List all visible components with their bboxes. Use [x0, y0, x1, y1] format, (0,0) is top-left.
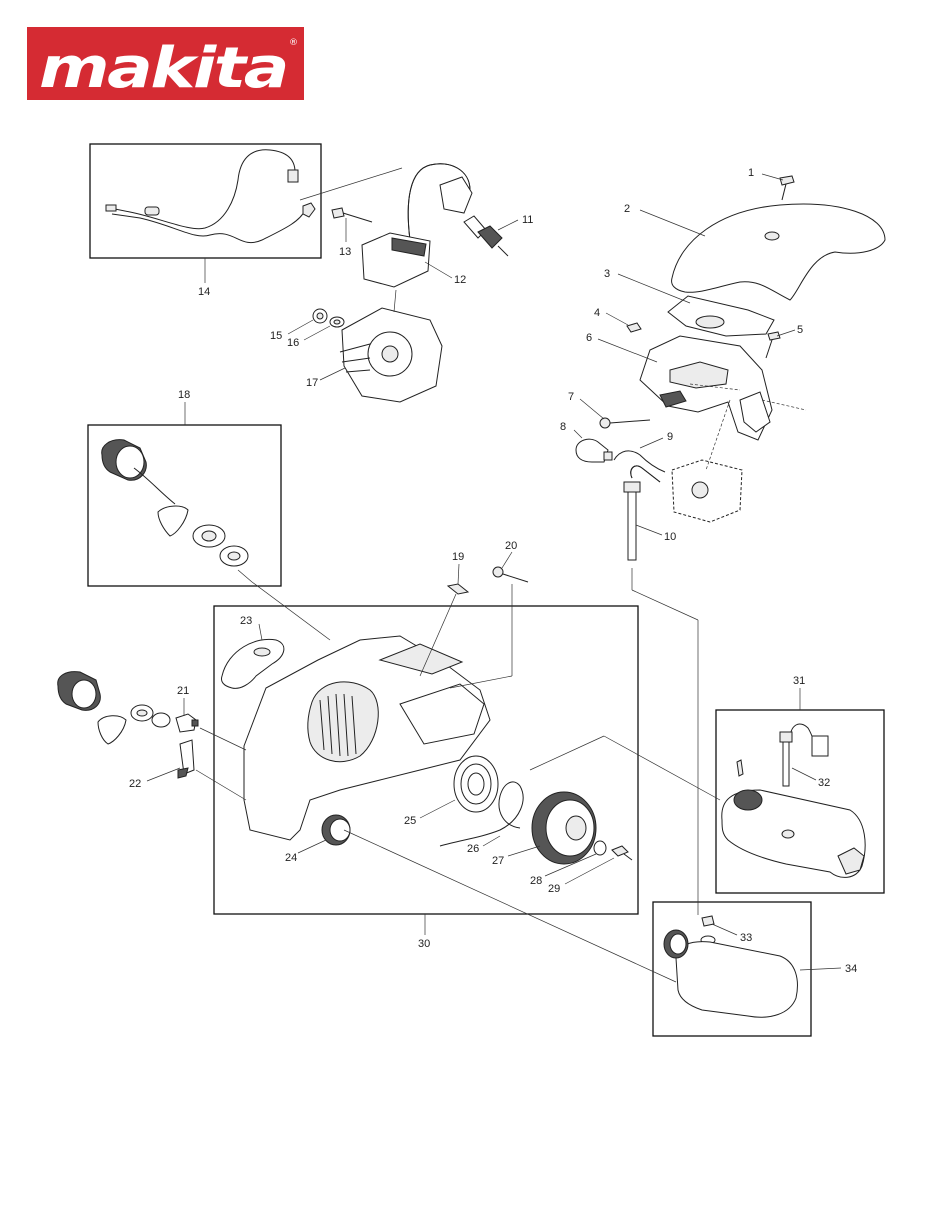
- box-14-harness: [89, 143, 322, 259]
- callout-30: 30: [418, 938, 430, 950]
- makita-logo: makita ®: [27, 27, 304, 100]
- callout-26: 26: [467, 843, 479, 855]
- part-19-clip: [446, 583, 470, 595]
- callout-31: 31: [793, 675, 805, 687]
- part-23-starter-grip: [221, 638, 285, 689]
- part-25-recoil-spring: [453, 755, 499, 813]
- callout-11: 11: [522, 214, 533, 226]
- callout-15: 15: [270, 330, 282, 342]
- callout-13: 13: [339, 246, 351, 258]
- fuel-tank-assembly: [721, 789, 866, 878]
- part-11-spark-plug: [463, 215, 509, 257]
- part-28-washer: [593, 840, 607, 856]
- starter-housing: [243, 635, 491, 841]
- callout-16: 16: [287, 337, 299, 349]
- callout-8: 8: [560, 421, 566, 433]
- callout-33: 33: [740, 932, 752, 944]
- part-33-cap: [700, 915, 716, 945]
- part-12-ignition-coil: [361, 163, 473, 288]
- part-9-fuel-hose: [613, 450, 666, 473]
- callout-17: 17: [306, 377, 318, 389]
- callout-23: 23: [240, 615, 252, 627]
- oil-cap-assembly: [57, 671, 171, 745]
- part-34-tank: [663, 929, 798, 1018]
- logo-registered-mark: ®: [289, 38, 298, 48]
- callout-34: 34: [845, 963, 857, 975]
- callout-20: 20: [505, 540, 517, 552]
- part-20-bolt: [492, 566, 529, 583]
- callout-2: 2: [624, 203, 630, 215]
- carburetor: [671, 459, 743, 523]
- callout-24: 24: [285, 852, 297, 864]
- callout-7: 7: [568, 391, 574, 403]
- callout-29: 29: [548, 883, 560, 895]
- box-18-cap: [87, 424, 282, 587]
- leader-lines: [146, 167, 842, 983]
- callout-27: 27: [492, 855, 504, 867]
- callout-18: 18: [178, 389, 190, 401]
- part-10-fuel-pipe: [623, 465, 661, 561]
- part-21-oil-pump-fitting: [175, 713, 199, 733]
- callout-3: 3: [604, 268, 610, 280]
- callout-25: 25: [404, 815, 416, 827]
- part-27-starter-pulley: [531, 791, 597, 865]
- box-34-tank: [652, 901, 812, 1037]
- callout-1: 1: [748, 167, 754, 179]
- part-24-buffer: [321, 814, 351, 846]
- part-13-screw: [331, 207, 373, 223]
- callout-14: 14: [198, 286, 210, 298]
- part-2-top-cover: [671, 203, 886, 301]
- part-1-screw: [779, 175, 795, 201]
- part-29-screw: [611, 845, 633, 861]
- callout-21: 21: [177, 685, 189, 697]
- part-16-washer: [329, 316, 345, 328]
- part-4-clip: [626, 322, 642, 333]
- callout-12: 12: [454, 274, 466, 286]
- part-7-bolt: [599, 417, 651, 429]
- part-5-screw: [765, 331, 781, 359]
- callout-9: 9: [667, 431, 673, 443]
- part-32-fuel-filter-hose: [736, 723, 829, 787]
- part-6-air-filter-housing: [639, 335, 773, 441]
- part-8-primer-bulb: [575, 438, 613, 463]
- part-26-starter-rope: [439, 781, 524, 847]
- callout-32: 32: [818, 777, 830, 789]
- callout-5: 5: [797, 324, 803, 336]
- logo-background: [27, 27, 304, 100]
- callout-labels: 1 2 3 4 5 6 7 8 9 10 11 12 13 14 15 16 1…: [129, 167, 857, 975]
- callout-10: 10: [664, 531, 676, 543]
- callout-28: 28: [530, 875, 542, 887]
- part-18-cap-assembly: [101, 439, 249, 567]
- part-14-wire-harness: [105, 149, 316, 244]
- part-17-flywheel: [339, 307, 443, 403]
- callout-6: 6: [586, 332, 592, 344]
- box-30-housing: [213, 605, 639, 915]
- part-3-gasket-plate: [667, 295, 775, 337]
- part-22-oil-strainer: [177, 739, 195, 779]
- callout-19: 19: [452, 551, 464, 563]
- callout-4: 4: [594, 307, 600, 319]
- part-15-nut: [312, 308, 328, 324]
- logo-wordmark: makita: [39, 36, 287, 100]
- callout-22: 22: [129, 778, 141, 790]
